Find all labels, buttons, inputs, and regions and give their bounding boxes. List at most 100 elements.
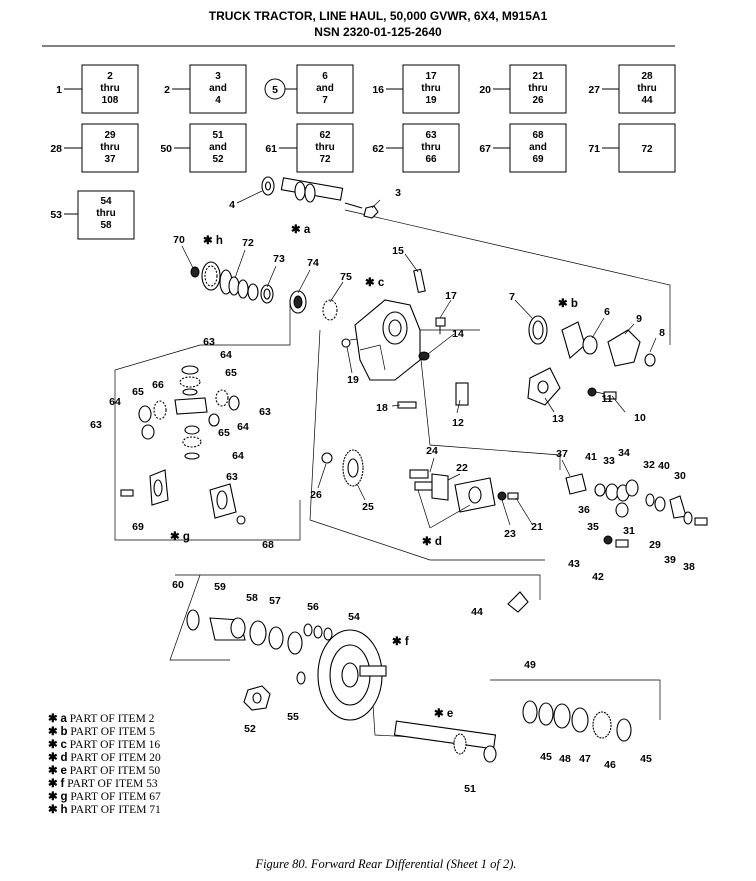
callout-63-b: 63: [90, 419, 102, 431]
legend: ✱ a PART OF ITEM 2 ✱ b PART OF ITEM 5 ✱ …: [48, 713, 161, 816]
svg-text:thru: thru: [315, 142, 334, 153]
callout-25: 25: [362, 501, 374, 513]
callout-63-c: 63: [259, 406, 271, 418]
svg-text:44: 44: [641, 95, 653, 106]
callout-34: 34: [618, 447, 630, 459]
svg-text:66: 66: [425, 154, 437, 165]
callout-26: 26: [310, 489, 322, 501]
svg-text:21: 21: [532, 71, 544, 82]
callout-63-a: 63: [203, 336, 215, 348]
callout-42: 42: [592, 571, 604, 583]
svg-text:5: 5: [272, 84, 278, 96]
svg-text:thru: thru: [100, 142, 119, 153]
callout-72: 72: [242, 237, 254, 249]
ring-gear: [321, 449, 364, 487]
callout-55: 55: [287, 711, 299, 723]
callout-33: 33: [603, 455, 615, 467]
callout-19: 19: [347, 374, 359, 386]
bolt-15: [413, 268, 426, 294]
svg-text:3: 3: [215, 71, 221, 82]
callout-41: 41: [585, 451, 597, 463]
svg-text:thru: thru: [100, 83, 119, 94]
svg-text:28: 28: [641, 71, 653, 82]
index-box-1: 1 2 thru 108: [56, 64, 139, 114]
part-marks: ✱ a ✱ h ✱ c ✱ b ✱ d ✱ g ✱ f ✱ e: [170, 224, 578, 720]
legend-item-e: ✱ e PART OF ITEM 50: [48, 765, 160, 777]
nut-52: [243, 685, 271, 711]
callout-64-b: 64: [109, 396, 121, 408]
svg-text:16: 16: [372, 84, 384, 96]
callout-15: 15: [392, 245, 404, 257]
callout-31: 31: [623, 525, 635, 537]
svg-text:thru: thru: [421, 83, 440, 94]
svg-text:thru: thru: [528, 83, 547, 94]
svg-text:27: 27: [588, 84, 600, 96]
callout-6: 6: [604, 306, 610, 318]
callout-leader-lines: [181, 190, 657, 529]
callout-24: 24: [426, 445, 438, 457]
index-box-16: 16 17 thru 19: [372, 64, 460, 114]
page-title: TRUCK TRACTOR, LINE HAUL, 50,000 GVWR, 6…: [209, 9, 548, 23]
input-shaft-part: [261, 176, 379, 219]
callout-54: 54: [348, 611, 360, 623]
callout-69: 69: [132, 521, 144, 533]
callout-47: 47: [579, 753, 591, 765]
callout-65-c: 65: [218, 427, 230, 439]
part-mark-b: ✱ b: [558, 298, 578, 310]
svg-text:50: 50: [160, 143, 172, 155]
svg-text:61: 61: [265, 143, 277, 155]
callout-18: 18: [376, 402, 388, 414]
callout-46: 46: [604, 759, 616, 771]
svg-text:4: 4: [215, 95, 221, 106]
svg-text:and: and: [316, 83, 334, 94]
index-box-53: 53 54 thru 58: [50, 190, 135, 240]
part-mark-e: ✱ e: [434, 708, 453, 720]
callout-66: 66: [152, 379, 164, 391]
callout-64-a: 64: [220, 349, 232, 361]
callout-65-a: 65: [225, 367, 237, 379]
callout-30: 30: [674, 470, 686, 482]
callout-12: 12: [452, 417, 464, 429]
svg-text:2: 2: [164, 84, 170, 96]
figure-caption: Figure 80. Forward Rear Differential (Sh…: [254, 857, 516, 871]
svg-text:108: 108: [102, 95, 119, 106]
callout-17: 17: [445, 290, 457, 302]
pinion-flange: [317, 629, 387, 721]
legend-item-h: ✱ h PART OF ITEM 71: [48, 804, 161, 816]
callout-43: 43: [568, 558, 580, 570]
callout-45-a: 45: [540, 751, 552, 763]
callout-37: 37: [556, 448, 568, 460]
callout-44: 44: [471, 606, 483, 618]
callout-70: 70: [173, 234, 185, 246]
svg-text:51: 51: [212, 130, 224, 141]
svg-text:72: 72: [319, 154, 331, 165]
callout-labels: 4 3 70 72 73 74 75 15 17 7 6 9 8 14 19 1…: [90, 187, 695, 795]
svg-text:37: 37: [104, 154, 116, 165]
svg-text:62: 62: [319, 130, 331, 141]
svg-text:thru: thru: [637, 83, 656, 94]
svg-text:53: 53: [50, 209, 62, 221]
svg-text:and: and: [209, 142, 227, 153]
differential-carrier-housing: [354, 299, 421, 381]
callout-68: 68: [262, 539, 274, 551]
callout-51: 51: [464, 783, 476, 795]
legend-item-f: ✱ f PART OF ITEM 53: [48, 778, 158, 790]
callout-10: 10: [634, 412, 646, 424]
callout-60: 60: [172, 579, 184, 591]
index-box-5: 5 6 and 7: [264, 64, 354, 114]
svg-text:52: 52: [212, 154, 224, 165]
lockout-assembly-parts: [507, 473, 708, 613]
svg-text:69: 69: [532, 154, 544, 165]
callout-35: 35: [587, 521, 599, 533]
part-mark-a: ✱ a: [291, 224, 311, 236]
svg-text:63: 63: [425, 130, 437, 141]
legend-item-a: ✱ a PART OF ITEM 2: [48, 713, 155, 725]
svg-text:72: 72: [641, 144, 653, 155]
part-mark-f: ✱ f: [392, 636, 409, 648]
callout-40: 40: [658, 460, 670, 472]
page-subtitle-nsn: NSN 2320-01-125-2640: [314, 25, 442, 39]
svg-text:68: 68: [532, 130, 544, 141]
callout-63-d: 63: [226, 471, 238, 483]
legend-item-g: ✱ g PART OF ITEM 67: [48, 791, 161, 803]
callout-49: 49: [524, 659, 536, 671]
